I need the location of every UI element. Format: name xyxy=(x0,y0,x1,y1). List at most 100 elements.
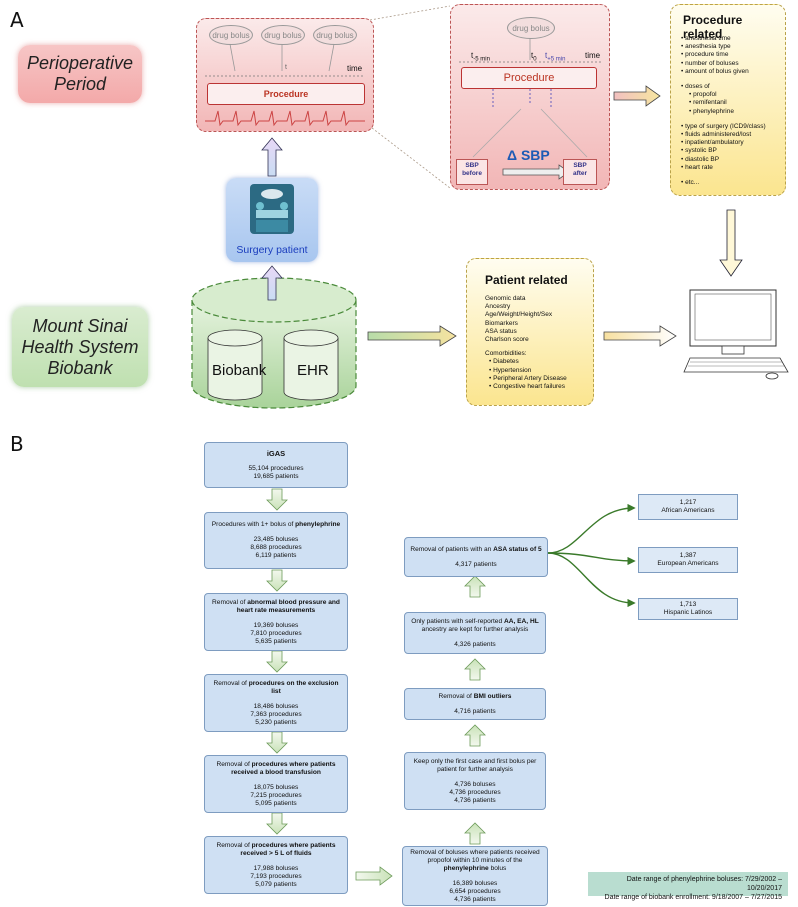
ehr-label: EHR xyxy=(297,362,329,379)
outcome-european-americans: 1,387 European Americans xyxy=(638,547,738,573)
flow-line: 55,104 procedures xyxy=(248,464,304,472)
timeline-t0-label: t xyxy=(285,64,287,71)
list-item: Genomic data xyxy=(485,295,526,302)
surgery-patient-label: Surgery patient xyxy=(236,244,308,256)
flow-box-asa: Removal of patients with an ASA status o… xyxy=(404,537,548,577)
sbp-after-box: SBP after xyxy=(563,159,597,185)
down-arrow-icon xyxy=(266,812,288,835)
date-range-phenylephrine: Date range of phenylephrine boluses: 7/2… xyxy=(626,876,782,892)
flow-line: 5,635 patients xyxy=(255,637,297,645)
list-item: • phenylephrine xyxy=(689,107,734,115)
flow-title: Removal of patients with an ASA status o… xyxy=(410,545,542,553)
flow-title: Removal of boluses where patients receiv… xyxy=(410,848,540,872)
flow-line: 23,485 boluses xyxy=(253,536,299,543)
down-arrow-icon xyxy=(266,569,288,592)
outcome-group: African Americans xyxy=(661,507,715,514)
procedure-related-list: • anesthesia time • anesthesia type • pr… xyxy=(681,35,766,187)
delta-sbp-label: Δ SBP xyxy=(507,147,550,163)
flow-title: Only patients with self-reported AA, EA,… xyxy=(411,617,539,633)
flow-line: 18,486 boluses xyxy=(253,702,299,710)
flow-line: 4,317 patients xyxy=(455,560,497,568)
drug-bolus-bubble: drug bolus xyxy=(507,17,555,39)
procedure-timeline-box: drug bolus drug bolus drug bolus t time … xyxy=(196,18,374,132)
drug-bolus-bubble: drug bolus xyxy=(261,25,305,45)
outcome-count: 1,387 xyxy=(679,551,697,559)
flow-line: 7,193 procedures xyxy=(250,872,302,880)
surgery-scene-icon xyxy=(250,184,294,234)
panel-a-arrows xyxy=(191,85,789,409)
flow-title: Removal of procedures where patients rec… xyxy=(216,760,336,776)
down-arrow-icon xyxy=(266,650,288,673)
t-zero-label: t0 xyxy=(531,51,537,63)
list-item: Ancestry xyxy=(485,303,511,311)
list-item: • procedure time xyxy=(681,51,729,59)
flow-box-blood-transfusion: Removal of procedures where patients rec… xyxy=(204,755,348,813)
outcome-hispanic-latinos: 1,713 Hispanic Latinos xyxy=(638,598,738,620)
up-arrow-icon xyxy=(464,822,486,845)
flow-line: 4,736 patients xyxy=(454,796,496,804)
date-range-biobank: Date range of biobank enrollment: 9/18/2… xyxy=(604,894,782,901)
sbp-before-box: SBP before xyxy=(456,159,488,185)
flow-line: 4,736 procedures xyxy=(449,788,501,796)
list-item: Charlson score xyxy=(485,336,529,344)
flow-line: 4,326 patients xyxy=(454,640,496,648)
date-range-box: Date range of phenylephrine boluses: 7/2… xyxy=(588,872,788,901)
flow-title: Removal of procedures on the exclusion l… xyxy=(213,679,339,695)
flow-line: 5,230 patients xyxy=(255,718,297,726)
outcome-group: Hispanic Latinos xyxy=(663,609,713,616)
list-item: • doses of xyxy=(681,83,710,91)
list-item: • anesthesia type xyxy=(681,43,731,51)
flow-box-ancestry: Only patients with self-reported AA, EA,… xyxy=(404,612,546,654)
list-item: ASA status xyxy=(485,327,517,335)
zoom-time-label: time xyxy=(585,51,601,60)
flow-box-phenylephrine: Procedures with 1+ bolus of phenylephrin… xyxy=(204,512,348,569)
outcome-african-americans: 1,217 African Americans xyxy=(638,494,738,520)
list-item: • diastolic BP xyxy=(681,155,720,163)
flow-title: Removal of procedures where patients rec… xyxy=(216,841,336,857)
t-plus-label: t+5 min xyxy=(545,51,566,63)
outcome-count: 1,713 xyxy=(679,600,697,608)
perioperative-period-label: Perioperative Period xyxy=(18,45,142,103)
panel-b-letter: B xyxy=(10,432,24,456)
flow-line: 7,810 procedures xyxy=(250,629,302,637)
t-minus-label: t-5 min xyxy=(471,51,490,63)
flow-box-fluids: Removal of procedures where patients rec… xyxy=(204,836,348,894)
timeline-arrows-icon xyxy=(205,43,365,127)
flow-box-igas: iGAS 55,104 procedures 19,685 patients xyxy=(204,442,348,488)
flow-line: 6,119 patients xyxy=(255,552,297,559)
flow-line: 8,688 procedures xyxy=(250,544,302,551)
drug-bolus-bubble: drug bolus xyxy=(209,25,253,45)
list-item: • etc... xyxy=(681,179,700,187)
flow-box-abnormal-bp: Removal of abnormal blood pressure and h… xyxy=(204,593,348,651)
flow-box-bmi: Removal of BMI outliers 4,716 patients xyxy=(404,688,546,720)
list-item: Biomarkers xyxy=(485,319,518,327)
up-arrow-icon xyxy=(464,575,486,598)
flow-title: iGAS xyxy=(266,448,286,458)
patient-related-title: Patient related xyxy=(485,273,568,287)
timeline-time-label: time xyxy=(347,64,363,73)
flow-line: 18,075 boluses xyxy=(253,783,299,791)
flowchart-arrows xyxy=(266,488,636,886)
list-item: • type of surgery (ICD9/class) xyxy=(681,122,766,130)
list-item: • amount of bolus given xyxy=(681,67,749,75)
outcome-count: 1,217 xyxy=(679,498,697,506)
down-arrow-icon xyxy=(266,731,288,754)
drug-bolus-bubble: drug bolus xyxy=(313,25,357,45)
up-arrow-icon xyxy=(464,658,486,681)
outcome-group: European Americans xyxy=(657,560,719,567)
timeline-procedure-bar: Procedure xyxy=(207,83,365,105)
computer-icon xyxy=(683,289,789,380)
list-item: Age/Weight/Height/Sex xyxy=(485,311,553,319)
patient-related-list: Genomic data Ancestry Age/Weight/Height/… xyxy=(485,295,567,391)
zoom-guide-lines-icon xyxy=(369,5,451,189)
flow-line: 4,716 patients xyxy=(454,707,496,715)
zoom-procedure-bar: Procedure xyxy=(461,67,597,89)
patient-related-box: Patient related Genomic data Ancestry Ag… xyxy=(466,258,594,406)
biobank-label: Biobank xyxy=(212,362,267,379)
procedure-related-box: Procedure related • anesthesia time • an… xyxy=(670,4,786,196)
list-item: • Diabetes xyxy=(489,358,519,366)
procedure-related-title: Procedure related xyxy=(683,13,743,41)
list-item: • remifentanil xyxy=(689,99,727,107)
list-item: • systolic BP xyxy=(681,147,717,155)
flow-line: 5,079 patients xyxy=(255,880,297,888)
